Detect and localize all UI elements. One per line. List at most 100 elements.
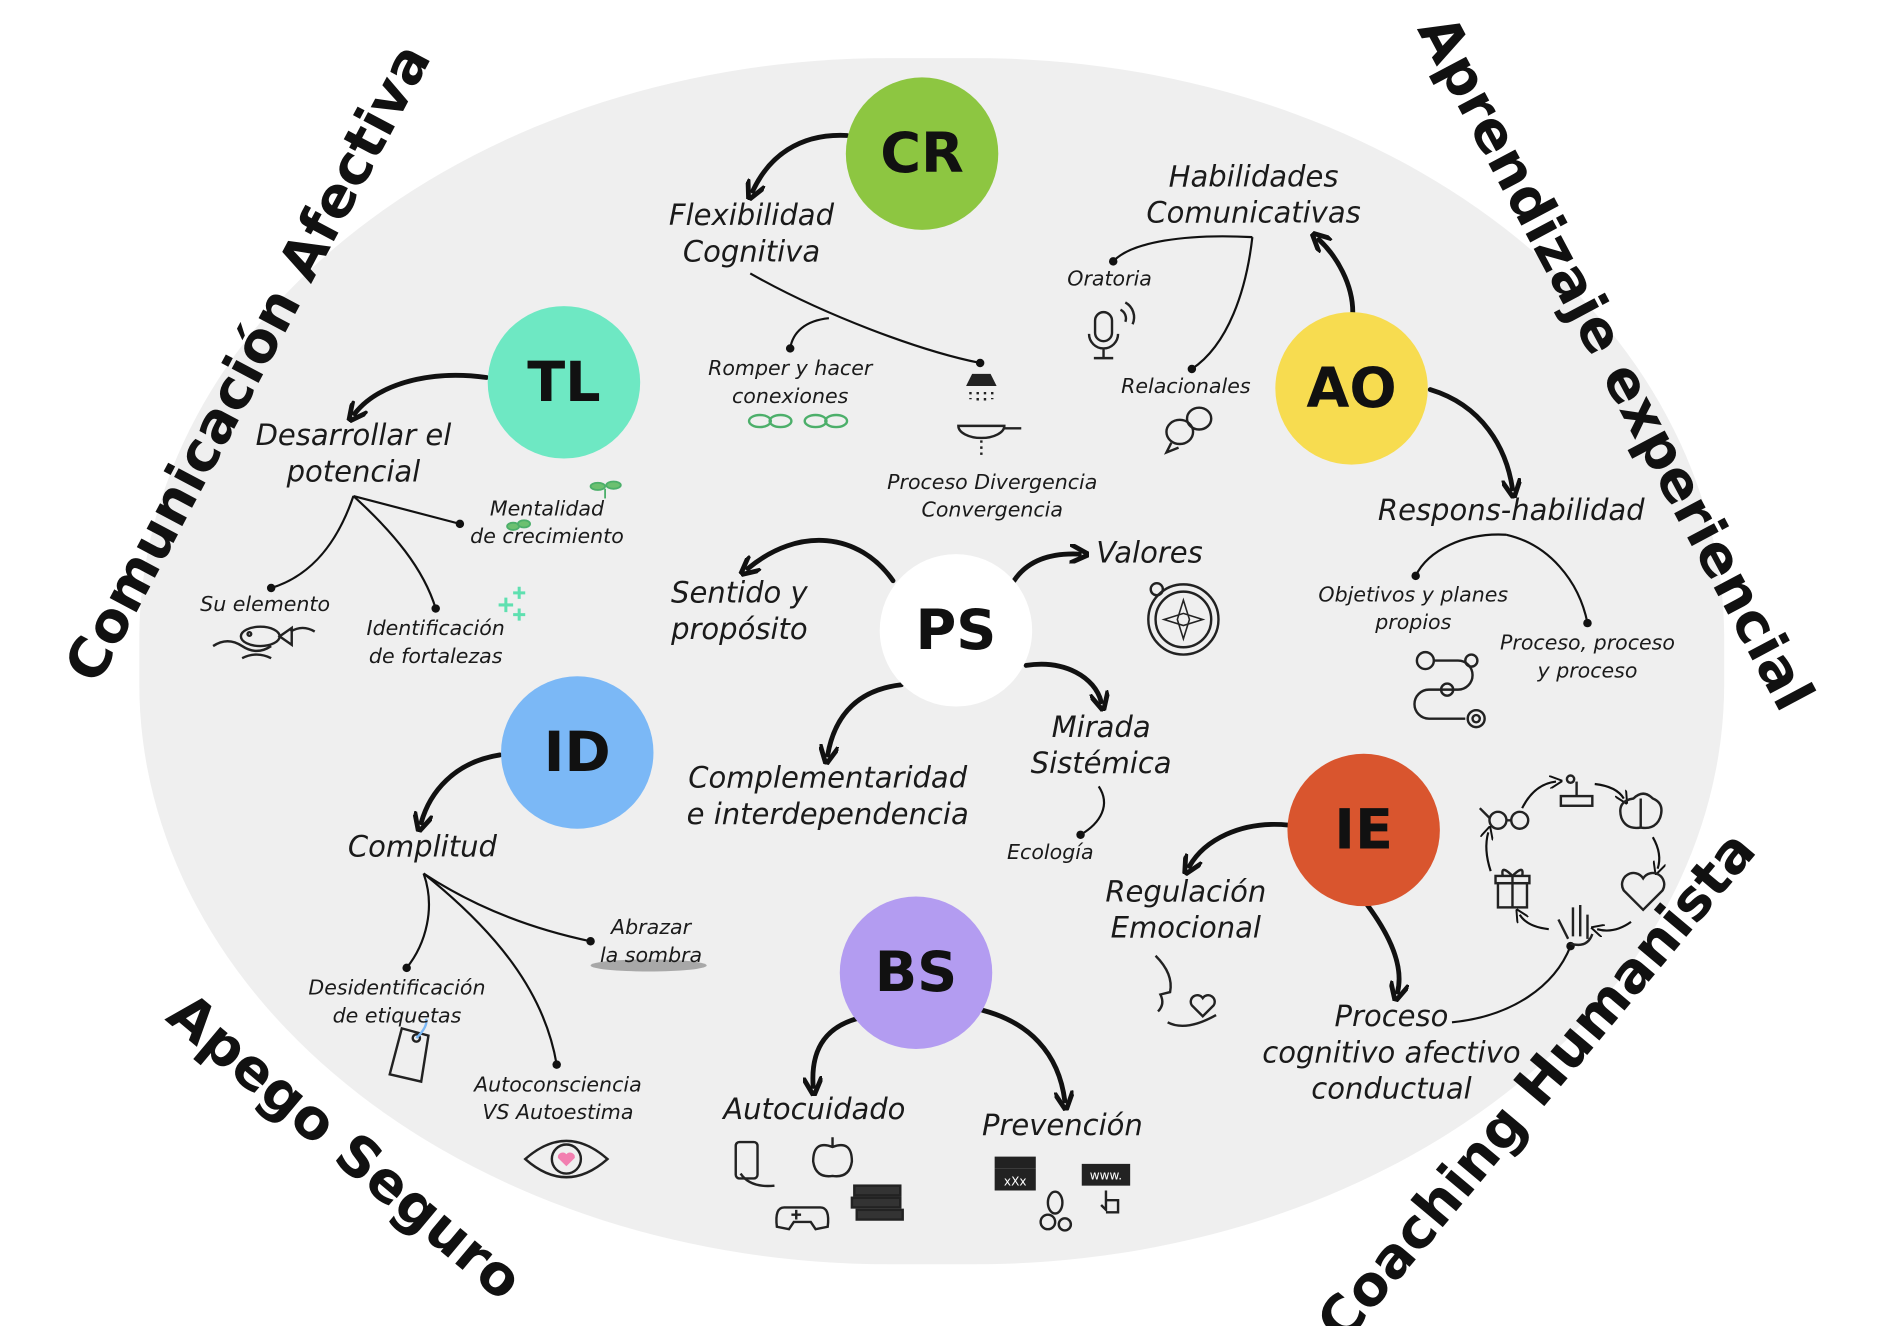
- label-line: Proceso Divergencia: [887, 470, 1097, 494]
- label-valores: Valores: [1096, 536, 1202, 570]
- label-line: cognitivo afectivo: [1262, 1035, 1520, 1069]
- prevention-badge-text: xXx: [1004, 1175, 1027, 1189]
- node-circle: [839, 896, 993, 1049]
- label-line: Respons-habilidad: [1378, 493, 1645, 527]
- chain-icon: [747, 413, 849, 429]
- label-line: Sistémica: [1031, 746, 1172, 780]
- arrow-ps-complementaridad: [828, 682, 904, 755]
- arrows: [355, 133, 1513, 1101]
- node-ao: AO: [1275, 312, 1428, 465]
- node-code: CR: [880, 121, 964, 186]
- label-line: Proceso: [1335, 999, 1449, 1033]
- node-tl: TL: [487, 306, 641, 459]
- label-line: Flexibilidad: [669, 198, 835, 232]
- connector: [352, 495, 437, 609]
- label-line: Identificación: [367, 616, 505, 640]
- fish-icon: [212, 625, 316, 660]
- label-line: de etiquetas: [333, 1003, 462, 1027]
- label-line: Romper y hacer: [708, 356, 874, 380]
- arrow-id-complitud: [421, 752, 503, 823]
- node-bs: BS: [839, 896, 993, 1049]
- connectors: [266, 235, 1592, 1069]
- node-ps: PS: [879, 554, 1033, 707]
- connector: [405, 873, 430, 969]
- label-line: de crecimiento: [470, 524, 624, 548]
- label-line: conexiones: [732, 384, 849, 408]
- label-line: Desarrollar el: [256, 418, 452, 452]
- connector: [1191, 237, 1254, 370]
- label-line: Valores: [1096, 536, 1202, 570]
- chat-bubbles-icon: [1163, 406, 1213, 455]
- node-id: ID: [501, 676, 654, 829]
- hand-icon: [1557, 904, 1594, 947]
- label-prevencion: Prevención: [982, 1108, 1143, 1142]
- label-suelemento: Su elemento: [200, 592, 330, 616]
- label-line: Complitud: [348, 830, 498, 864]
- label-line: Emocional: [1111, 911, 1261, 945]
- label-romper: Romper y hacer conexiones: [708, 356, 874, 408]
- label-line: la sombra: [600, 943, 702, 967]
- books-icon: [850, 1184, 904, 1221]
- label-line: Regulación: [1105, 874, 1266, 908]
- arrow-ao-habilidades: [1319, 240, 1356, 315]
- label-line: Prevención: [982, 1108, 1143, 1142]
- connector: [1112, 235, 1253, 263]
- label-relacionales: Relacionales: [1121, 374, 1251, 398]
- node-code: AO: [1306, 356, 1396, 421]
- label-line: Relacionales: [1121, 374, 1251, 398]
- arrow-ps-mirada: [1023, 661, 1101, 701]
- label-mentalidad: Mentalidad de crecimiento: [470, 496, 624, 548]
- label-complitud: Complitud: [348, 830, 498, 864]
- node-circle: [1287, 753, 1440, 907]
- microphone-icon: [1087, 301, 1136, 360]
- connector: [1506, 533, 1589, 624]
- label-line: Objetivos y planes: [1318, 582, 1508, 606]
- connector: [1080, 785, 1106, 836]
- phone-hand-icon: [734, 1140, 775, 1188]
- heart-icon: [1620, 871, 1666, 912]
- label-line: conductual: [1311, 1072, 1471, 1106]
- label-line: Complementaridad: [688, 761, 967, 795]
- sprout-icon: [506, 480, 622, 531]
- pills-icon: [1039, 1190, 1073, 1232]
- shower-filter-icon: [957, 373, 1022, 455]
- node-code: IE: [1334, 797, 1393, 862]
- gift-icon: [1494, 868, 1531, 909]
- label-line: Autoconsciencia: [472, 1072, 642, 1096]
- label-line: Comunicativas: [1146, 196, 1360, 230]
- node-code: BS: [875, 940, 957, 1005]
- label-line: Ecología: [1007, 840, 1093, 864]
- clapperboard-icon: xXx: [994, 1156, 1036, 1191]
- node-code: ID: [544, 720, 611, 785]
- shadow-smudge: [590, 959, 707, 972]
- node-code: TL: [527, 350, 600, 415]
- connector: [1451, 945, 1572, 1024]
- arrow-tl-desarrollar: [355, 372, 489, 413]
- label-line: Desidentificación: [308, 976, 485, 1000]
- sparkles-icon: [498, 586, 526, 621]
- label-line: Convergencia: [921, 498, 1062, 522]
- web-badge-text: www.: [1090, 1169, 1122, 1183]
- arrow-ao-respons: [1427, 387, 1512, 489]
- label-line: Mentalidad: [490, 496, 605, 520]
- arrow-ps-sentido: [748, 537, 896, 584]
- arrow-bs-prevencion: [980, 1007, 1065, 1101]
- label-line: e interdependencia: [687, 797, 969, 831]
- label-line: Habilidades: [1169, 159, 1339, 193]
- label-line: Proceso, proceso: [1500, 631, 1675, 655]
- label-desident: Desidentificación de etiquetas: [308, 976, 485, 1028]
- node-circle: [487, 306, 641, 459]
- apple-icon: [811, 1137, 854, 1178]
- glasses-icon: [1478, 807, 1530, 830]
- face-heart-icon: [1154, 954, 1217, 1028]
